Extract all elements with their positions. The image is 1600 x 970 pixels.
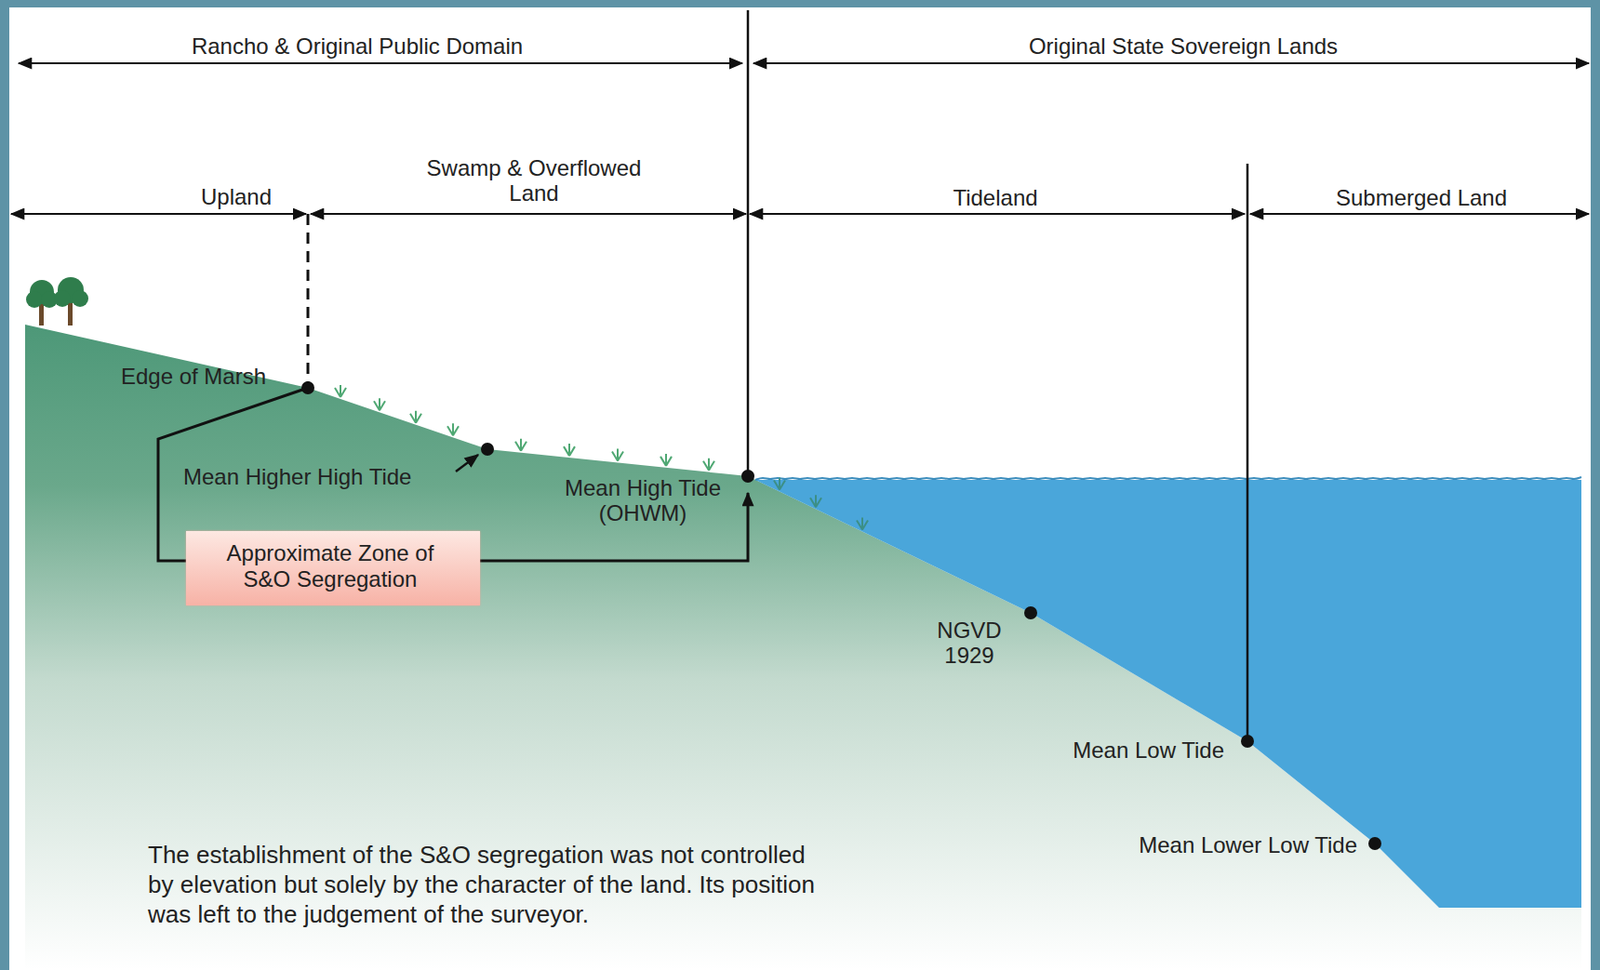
- zone-label: Upland: [200, 184, 272, 210]
- grass-stroke: [569, 446, 575, 456]
- grass-stroke: [340, 387, 347, 398]
- grass-stroke: [666, 456, 672, 467]
- zone-box: Approximate Zone of S&O Segregation: [186, 531, 480, 606]
- note-text: The establishment of the S&O segregation…: [147, 840, 818, 930]
- section-heading: Rancho & Original Public Domain: [191, 33, 523, 59]
- ground: [25, 324, 1582, 970]
- water: [755, 480, 1582, 908]
- point-label: Edge of Marsh: [120, 363, 267, 389]
- point-label: Mean Lower Low Tide: [1138, 832, 1358, 858]
- boundary-lines: [307, 10, 1248, 742]
- grass-stroke: [415, 413, 422, 424]
- trees: [26, 277, 89, 326]
- grass-stroke: [708, 461, 715, 471]
- point-label: Mean High Tide (OHWM): [549, 475, 736, 526]
- marsh-grass: [334, 385, 868, 531]
- grass-stroke: [815, 497, 822, 507]
- box-text: Approximate Zone of S&O Segregation: [204, 540, 456, 593]
- point-label: Mean Higher High Tide: [183, 464, 412, 490]
- grass-stroke: [862, 520, 868, 530]
- zone-label: Tideland: [952, 185, 1038, 211]
- grass-stroke: [453, 426, 459, 436]
- leader-arrow: [455, 454, 479, 472]
- wave-line: [755, 477, 1582, 480]
- datum-points: [301, 381, 1382, 851]
- zone-label: Swamp & Overflowed Land: [417, 155, 651, 206]
- dimension-arrows: [11, 63, 1589, 214]
- point-label: Mean Low Tide: [1072, 737, 1225, 763]
- zone-label: Submerged Land: [1335, 185, 1507, 211]
- section-heading: Original State Sovereign Lands: [1028, 33, 1338, 59]
- water-surface: [755, 477, 1582, 480]
- grass-stroke: [379, 400, 386, 411]
- point-label: NGVD 1929: [932, 617, 1007, 668]
- grass-stroke: [779, 480, 786, 490]
- grass-stroke: [520, 441, 527, 452]
- panel: [9, 7, 1591, 970]
- grass-stroke: [617, 452, 624, 462]
